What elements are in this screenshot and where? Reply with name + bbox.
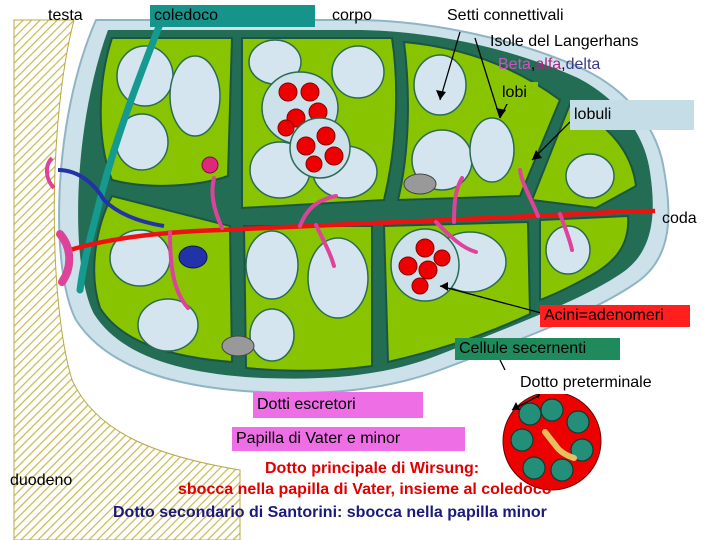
duodeno-wall <box>13 19 241 540</box>
label-dotti-escretori: Dotti escretori <box>253 392 423 418</box>
papilla-minor <box>45 156 56 190</box>
label-duodeno: duodeno <box>10 472 73 489</box>
label-papilla: Papilla di Vater e minor <box>232 427 465 451</box>
acino <box>565 153 615 199</box>
acino <box>545 225 591 275</box>
label-isole: Isole del Langerhans <box>490 33 639 50</box>
label-isole-cellule: Beta,alfa,delta <box>498 56 600 74</box>
dotto-escretore <box>434 220 478 254</box>
cellula-grigia <box>221 335 255 357</box>
acino <box>137 298 199 352</box>
wirsung-duct <box>69 208 656 253</box>
dotto-escretore <box>558 212 574 252</box>
cellula-isola <box>433 249 451 267</box>
label-sep-2: , <box>561 56 566 73</box>
pointer-heads <box>436 90 542 410</box>
dotto-escretore <box>452 176 464 224</box>
acino <box>469 117 515 183</box>
dotto-escretore <box>298 194 338 228</box>
label-wirsung-1: Dotto principale di Wirsung: <box>265 460 480 477</box>
cellula-isola <box>296 136 316 156</box>
dotti-escretori-group <box>168 168 574 310</box>
papilla-vater <box>56 230 74 286</box>
isole-group <box>261 71 460 302</box>
dotto-escretore <box>210 176 224 230</box>
santorini-duct <box>57 168 165 228</box>
cellula-isola <box>305 155 323 173</box>
cellula-isola <box>411 277 429 295</box>
label-lobuli: lobuli <box>570 100 694 130</box>
label-corpo: corpo <box>332 7 373 24</box>
label-acini: Acini=adenomeri <box>540 305 690 327</box>
label-beta: Beta <box>498 56 531 73</box>
cellula-beta-blu <box>178 245 208 269</box>
dotto-preterminale-segmento <box>542 429 577 461</box>
cellule-secernenti-group <box>510 398 594 482</box>
cellula-isola <box>418 260 438 280</box>
cellula-isola <box>415 238 435 258</box>
cellula-grigia <box>403 173 437 195</box>
acino <box>307 237 369 319</box>
label-lobi: lobi <box>498 82 538 104</box>
acino <box>331 45 385 99</box>
label-testa: testa <box>48 7 83 24</box>
acino <box>245 230 299 300</box>
label-sep-1: , <box>530 56 536 73</box>
acino <box>169 55 221 137</box>
dotto-escretore <box>518 168 540 218</box>
label-delta: delta <box>565 56 601 73</box>
cellula-isola <box>316 126 336 146</box>
label-wirsung-2: sbocca nella papilla di Vater, insieme a… <box>178 481 552 498</box>
cellula-isola <box>300 82 320 102</box>
dotto-escretore <box>314 223 336 268</box>
cellula-isola <box>324 146 344 166</box>
label-dotto-preterminale: Dotto preterminale <box>516 372 684 394</box>
cellula-isola <box>277 119 295 137</box>
cellula-isola <box>398 256 418 276</box>
acino <box>413 54 467 116</box>
label-coledoco: coledoco <box>150 5 315 27</box>
label-santorini: Dotto secondario di Santorini: sbocca ne… <box>113 504 547 521</box>
label-cellule: Cellule secernenti <box>455 338 620 360</box>
cellula-isola <box>278 82 298 102</box>
cellula-alfa <box>201 156 219 174</box>
coledoco-duct <box>76 20 164 294</box>
label-setti: Setti connettivali <box>447 7 564 24</box>
dotto-escretore <box>168 230 190 310</box>
acino <box>249 308 295 362</box>
label-coda: coda <box>662 210 697 227</box>
label-alfa: alfa <box>535 56 562 73</box>
